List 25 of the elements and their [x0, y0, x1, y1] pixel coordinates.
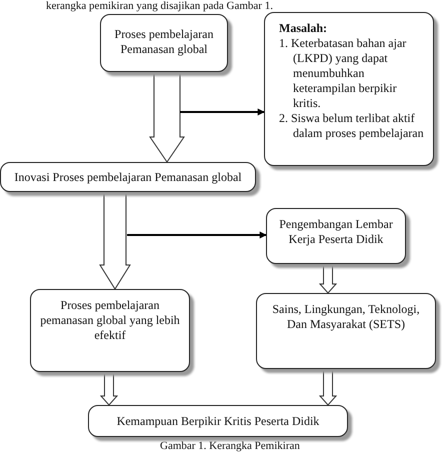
process-box [30, 289, 190, 372]
block-arrow [149, 72, 185, 163]
box-text: Proses pembelajaran Pemanasan global [114, 27, 214, 57]
arrow [180, 108, 265, 116]
arrow [127, 232, 267, 238]
process-box [100, 14, 228, 72]
box-text: Proses pembelajaran pemanasan global yang lebih efektif [39, 298, 181, 343]
process-box [0, 162, 256, 192]
list-item: 1. Keterbatasan bahan ajar (LKPD) yang dapat menumbuhkan keterampilan berpikir kritis. [279, 36, 408, 111]
process-box [266, 208, 406, 264]
box-text: Pengembangan Lembar Kerja Peserta Didik [278, 217, 394, 247]
box-heading: Masalah: [279, 21, 327, 36]
block-arrow [318, 264, 338, 294]
process-box [256, 293, 436, 369]
block-arrow [100, 372, 118, 406]
list-item: 2. Siswa belum terlibat aktif dalam proses pembelajaran [279, 111, 425, 141]
process-box [88, 405, 348, 437]
block-arrow [318, 368, 338, 406]
box-text: Kemampuan Berpikir Kritis Peserta Didik [116, 414, 320, 428]
intro-text: kerangka pemikiran yang disajikan pada Gambar 1. [46, 0, 273, 13]
box-text: Sains, Lingkungan, Teknologi, Dan Masyarakat (SETS) [271, 302, 421, 332]
box-text: Inovasi Proses pembelajaran Pemanasan global [14, 170, 242, 184]
block-arrow [99, 192, 131, 290]
figure-caption: Gambar 1. Kerangka Pemikiran [160, 440, 300, 453]
problem-box [264, 12, 434, 166]
